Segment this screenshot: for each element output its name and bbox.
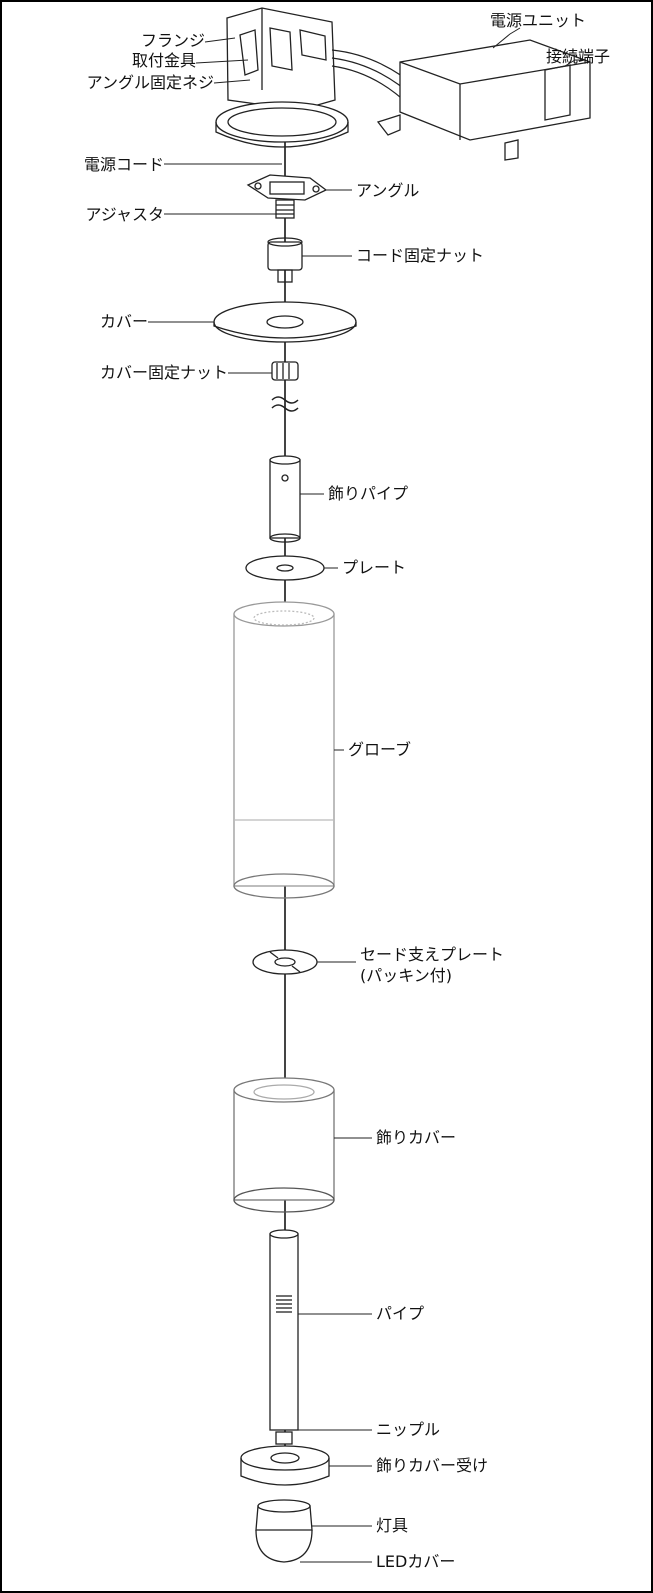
angle-bracket [246,174,328,201]
label-plate: プレート [342,558,407,577]
label-fixture: 灯具 [376,1516,409,1535]
leader-lines [148,27,582,1563]
label-angle: アングル [356,181,420,200]
label-adjuster: アジャスタ [85,205,164,224]
globe-part [233,601,335,899]
deco-cover-holder-part [240,1445,330,1486]
power-unit-box [376,39,591,161]
label-cover: カバー [99,312,148,331]
plate-part [245,555,325,581]
label-terminal: 接続端子 [546,47,611,66]
pipe-part [269,1229,299,1431]
label-power-unit: 電源ユニット [490,11,587,30]
label-shade-plate-2: (パッキン付) [360,966,453,985]
label-flange: フランジ [140,31,205,50]
deco-pipe-part [269,455,301,543]
shade-plate-part [252,949,318,975]
cover-disc [213,301,357,343]
label-deco-cover-holder: 飾りカバー受け [376,1456,489,1475]
label-cover-nut: カバー固定ナット [99,363,228,382]
label-power-cord: 電源コード [83,155,164,174]
nipple-part [275,1431,293,1445]
label-led-cover: LEDカバー [376,1552,456,1571]
label-globe: グローブ [348,740,412,759]
label-angle-screw: アングル固定ネジ [86,73,214,92]
label-nipple: ニップル [376,1420,441,1439]
adjuster-part [275,199,295,219]
label-shade-plate-1: セード支えプレート [360,945,505,964]
break-mark [271,396,299,404]
label-deco-pipe: 飾りパイプ [328,484,409,503]
cover-nut-part [271,361,299,381]
label-deco-cover: 飾りカバー [376,1128,457,1147]
label-cord-nut: コード固定ナット [356,246,485,265]
label-pipe: パイプ [376,1304,425,1323]
deco-cover-part [233,1077,335,1213]
junction-box [215,7,349,148]
fixture-part [255,1499,313,1563]
label-bracket: 取付金具 [131,51,196,70]
